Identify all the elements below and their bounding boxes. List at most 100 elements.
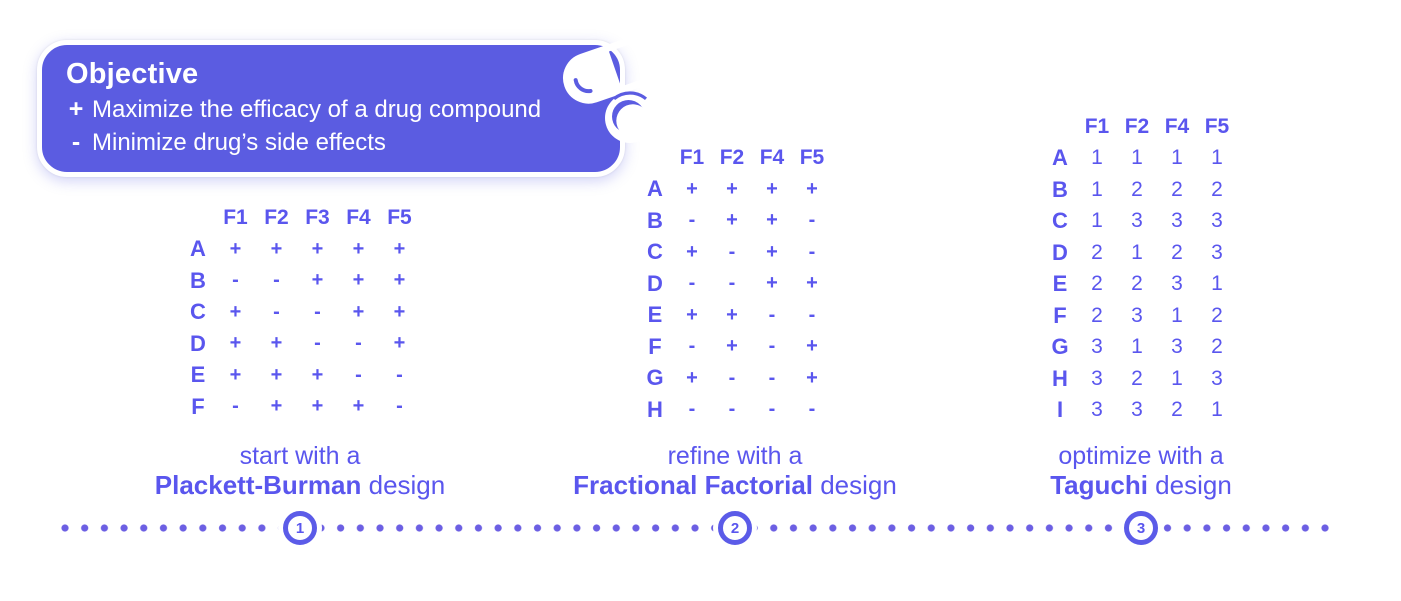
table-cell: + (311, 269, 324, 292)
row-label: F (648, 333, 662, 359)
row-label: E (647, 302, 663, 328)
column-header: F2 (264, 205, 289, 229)
table-cell: + (229, 363, 242, 386)
capsule-icon (563, 34, 667, 104)
table-cell: - (808, 303, 816, 326)
table-cell: 3 (1211, 240, 1223, 264)
step-caption-fractional-factorial: refine with a Fractional Factorial desig… (505, 442, 965, 500)
table-cell: 2 (1091, 303, 1103, 327)
table-cell: - (314, 332, 321, 355)
row-label: H (1052, 365, 1068, 391)
marker-number: 3 (1136, 519, 1146, 537)
row-label: D (1052, 239, 1068, 265)
caption-design: Fractional Factorial design (505, 471, 965, 500)
caption-design: Taguchi design (911, 471, 1371, 500)
table-cell: + (270, 237, 283, 260)
table-cell: + (229, 237, 242, 260)
table-cell: 3 (1171, 209, 1183, 233)
table-row: E++-- (638, 300, 832, 332)
row-label: B (647, 207, 663, 233)
table-cell: + (806, 366, 818, 389)
table-cell: 1 (1091, 209, 1103, 233)
row-label: A (647, 176, 663, 202)
table-cell: 3 (1211, 366, 1223, 390)
column-header: F4 (1164, 114, 1190, 138)
table-cell: + (726, 177, 738, 200)
plus-icon: + (68, 95, 84, 123)
table-row: A++++ (638, 174, 832, 206)
table-cell: - (355, 363, 362, 386)
row-label: G (1051, 334, 1069, 360)
table-cell: + (311, 363, 324, 386)
table-cell: - (396, 363, 403, 386)
table-cell: + (686, 303, 698, 326)
table-row: E+++-- (181, 360, 420, 392)
table-cell: + (311, 237, 324, 260)
table-cell: + (726, 303, 738, 326)
table-cell: + (806, 272, 818, 295)
column-header: F4 (346, 205, 371, 229)
step-caption-plackett-burman: start with a Plackett-Burman design (70, 442, 530, 500)
table-cell: - (728, 272, 736, 295)
table-cell: + (726, 335, 738, 358)
marker-number: 1 (295, 519, 305, 537)
table-row: A+++++ (181, 234, 420, 266)
table-cell: 1 (1211, 272, 1223, 296)
table-cell: - (688, 335, 696, 358)
row-label: C (647, 239, 663, 265)
table-cell: 3 (1091, 398, 1103, 422)
table-cell: - (396, 395, 403, 418)
table-cell: 2 (1211, 335, 1223, 359)
table-cell: 1 (1091, 177, 1103, 201)
table-cell: - (688, 209, 696, 232)
table-cell: - (728, 240, 736, 263)
caption-design-suffix: design (813, 470, 897, 500)
table-cell: 2 (1171, 240, 1183, 264)
table-cell: 1 (1211, 398, 1223, 422)
caption-design-suffix: design (361, 470, 446, 500)
table-cell: 1 (1171, 146, 1183, 170)
row-label: D (647, 270, 663, 296)
table-row: B-++- (638, 205, 832, 237)
table-cell: + (352, 237, 365, 260)
caption-prefix: refine with a (667, 442, 803, 470)
column-header: F1 (223, 205, 248, 229)
row-label: F (191, 393, 205, 419)
table-cell: - (273, 300, 280, 323)
table-cell: 2 (1171, 177, 1183, 201)
row-label: A (190, 236, 206, 262)
column-header: F1 (1084, 114, 1110, 138)
bullet-text: Minimize drug’s side effects (92, 129, 386, 156)
table-cell: + (229, 332, 242, 355)
table-cell: 3 (1171, 272, 1183, 296)
objective-card: Objective + Maximize the efficacy of a d… (37, 34, 667, 177)
column-header: F5 (799, 145, 825, 169)
table-cell: + (393, 269, 406, 292)
objective-bullet-maximize: + Maximize the efficacy of a drug compou… (66, 93, 620, 126)
table-cell: - (768, 366, 776, 389)
table-cell: - (232, 269, 239, 292)
table-row: G+--+ (638, 363, 832, 395)
row-label: B (190, 267, 206, 293)
column-header: F5 (1204, 114, 1230, 138)
caption-prefix: optimize with a (1058, 442, 1224, 470)
step-caption-taguchi: optimize with a Taguchi design (911, 442, 1371, 500)
table-cell: 1 (1091, 146, 1103, 170)
table-cell: + (352, 300, 365, 323)
table-cell: + (766, 209, 778, 232)
objective-bullet-minimize: - Minimize drug’s side effects (66, 126, 620, 159)
caption-design-name: Fractional Factorial (573, 470, 813, 500)
row-label: B (1052, 176, 1068, 202)
table-cell: 3 (1131, 303, 1143, 327)
table-cell: 1 (1171, 303, 1183, 327)
table-cell: - (688, 398, 696, 421)
table-cell: - (808, 209, 816, 232)
